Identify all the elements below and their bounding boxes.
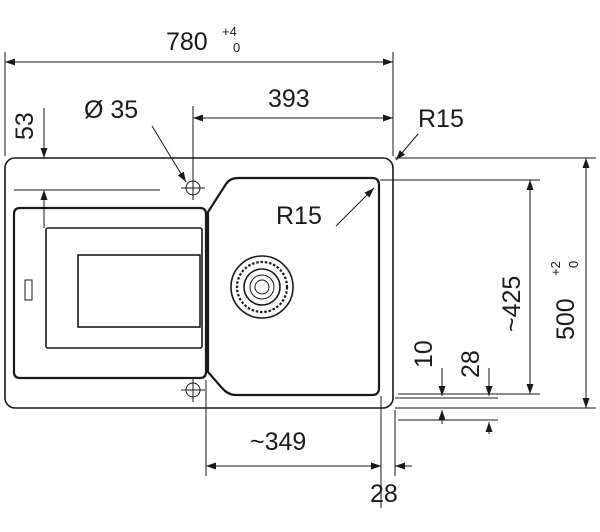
- overall-width-tol-upper: +4: [222, 24, 237, 39]
- dim-tap-offset: 53: [11, 108, 160, 228]
- rim-28-bottom-value: 28: [370, 480, 398, 508]
- dim-rim-28-bottom: 28: [365, 410, 412, 508]
- bowl-width-value: 393: [268, 85, 310, 113]
- tap-offset-value: 53: [11, 112, 39, 140]
- bowl: [206, 176, 381, 397]
- bowl-depth-value: ~425: [498, 276, 526, 332]
- rim-28-vertical-value: 28: [457, 350, 485, 378]
- sink-outer-contour: [4, 157, 394, 409]
- dim-overall-width: 780 +4 0: [4, 24, 394, 156]
- tap-hole-top: [181, 176, 205, 200]
- dim-bowl-depth: ~425: [380, 179, 540, 395]
- dim-rim-10: 10: [395, 340, 498, 424]
- drainer: [12, 206, 208, 380]
- overall-depth-value: 500: [552, 298, 580, 340]
- dim-rim-28-vertical: 28: [398, 350, 498, 434]
- dim-radius-outer: R15: [395, 105, 464, 161]
- tap-hole-bottom: [181, 378, 205, 402]
- drainer-groove: [77, 254, 201, 328]
- rim-10-value: 10: [410, 340, 438, 368]
- dim-overall-depth: 500 +2 0: [395, 157, 596, 409]
- overall-width-value: 780: [166, 28, 208, 56]
- dim-radius-bowl: R15: [276, 187, 375, 230]
- overall-depth-tol-upper: +2: [548, 261, 563, 276]
- sink-outline: [4, 157, 394, 409]
- radius-outer-value: R15: [418, 105, 464, 133]
- drainer-width-value: ~349: [250, 428, 306, 456]
- overall-width-tol-lower: 0: [233, 40, 240, 55]
- drainer-notch: [24, 279, 33, 301]
- waste-outlet: [230, 255, 294, 319]
- dim-drainer-width: ~349: [205, 380, 382, 508]
- dim-tap-hole-diameter: Ø 35: [84, 96, 187, 183]
- drainer-panel: [45, 227, 203, 349]
- drainer-outer-rim: [12, 206, 208, 380]
- overall-depth-tol-lower: 0: [566, 261, 581, 268]
- tap-hole-diameter-value: Ø 35: [84, 96, 138, 124]
- dim-bowl-width: 393: [192, 85, 393, 178]
- bowl-contour: [206, 176, 381, 397]
- radius-bowl-value: R15: [276, 202, 322, 230]
